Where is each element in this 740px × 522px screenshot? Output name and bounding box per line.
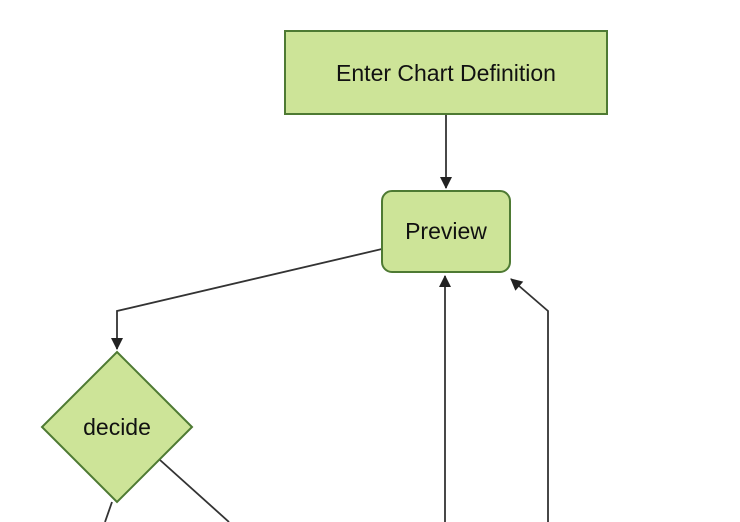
node-enter-chart-definition-shape — [284, 30, 608, 115]
node-enter-chart-definition: Enter Chart Definition — [284, 30, 608, 115]
node-decide-shape — [40, 350, 194, 504]
edge-decide-to-offscreen-bottom-right — [159, 459, 230, 522]
edge-decide-to-offscreen-bottom-left — [104, 501, 113, 522]
node-enter-chart-definition-label: Enter Chart Definition — [336, 60, 556, 86]
node-preview-shape — [381, 190, 511, 273]
edge-preview-to-decide — [111, 248, 383, 350]
node-decide: decide — [40, 350, 194, 504]
node-preview: Preview — [381, 190, 511, 273]
edge-offscreen-bottom-right-to-preview — [510, 278, 549, 522]
node-preview-label: Preview — [405, 218, 487, 244]
node-decide-label: decide — [83, 414, 151, 440]
